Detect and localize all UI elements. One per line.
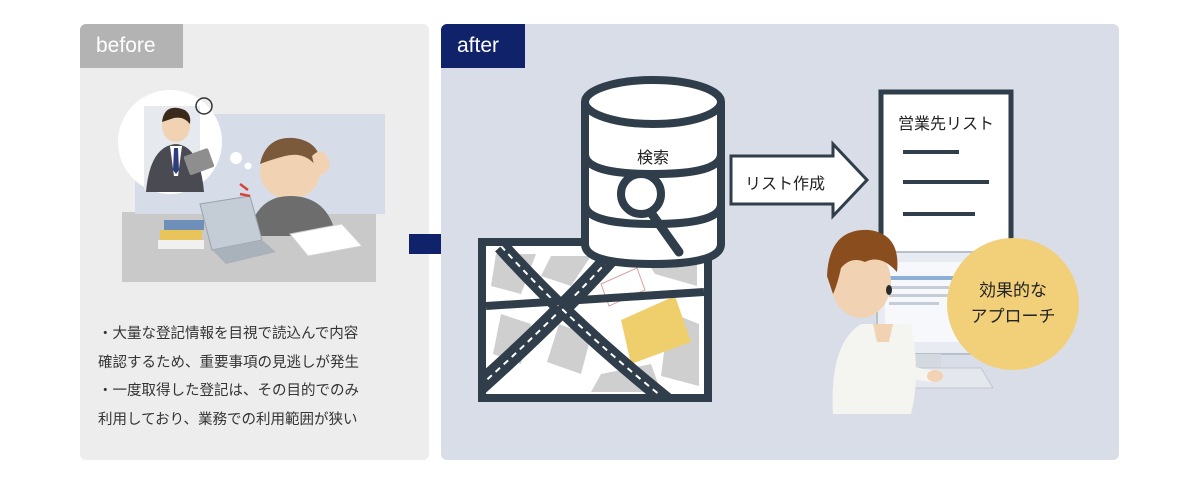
after-tab: after xyxy=(441,24,525,68)
manager-figure xyxy=(144,97,215,192)
database-label: 検索 xyxy=(636,148,669,167)
laptop xyxy=(199,195,276,264)
bullet-line: ・大量な登記情報を目視で読込んで内容 xyxy=(98,326,359,342)
magnifier-icon xyxy=(617,170,684,257)
document-title: 営業先リスト xyxy=(897,114,994,133)
list-arrow-label: リスト作成 xyxy=(744,174,825,193)
circle-label-line-2: アプローチ xyxy=(970,307,1056,327)
before-illustration xyxy=(118,90,385,282)
document-icon xyxy=(878,89,1014,261)
stressed-worker-figure xyxy=(248,137,336,236)
circle-label: 効果的な アプローチ xyxy=(947,278,1079,330)
bullet-line: 利用しており、業務での利用範囲が狭い xyxy=(98,411,358,428)
list-arrow-shape xyxy=(729,140,870,220)
after-illustration xyxy=(478,76,1079,414)
before-panel: before xyxy=(80,24,429,460)
bubble-dot-large xyxy=(230,152,242,164)
after-panel: after xyxy=(441,24,1119,460)
database-icon xyxy=(581,76,725,269)
before-bullet-list: ・大量な登記情報を目視で読込んで内容 確認するため、重要事項の見逃しが発生 ・一… xyxy=(98,320,428,434)
circle-label-line-1: 効果的な xyxy=(979,281,1047,301)
bullet-line: 確認するため、重要事項の見逃しが発生 xyxy=(98,354,359,371)
person-figure xyxy=(827,229,943,414)
bubble-dot-small xyxy=(244,162,252,170)
paper-stack xyxy=(289,223,363,257)
effective-approach-circle xyxy=(947,238,1079,370)
stress-marks xyxy=(239,183,251,198)
before-tab: before xyxy=(80,24,183,68)
books xyxy=(158,220,204,249)
bullet-line: ・一度取得した登記は、その目的でのみ xyxy=(98,383,359,399)
